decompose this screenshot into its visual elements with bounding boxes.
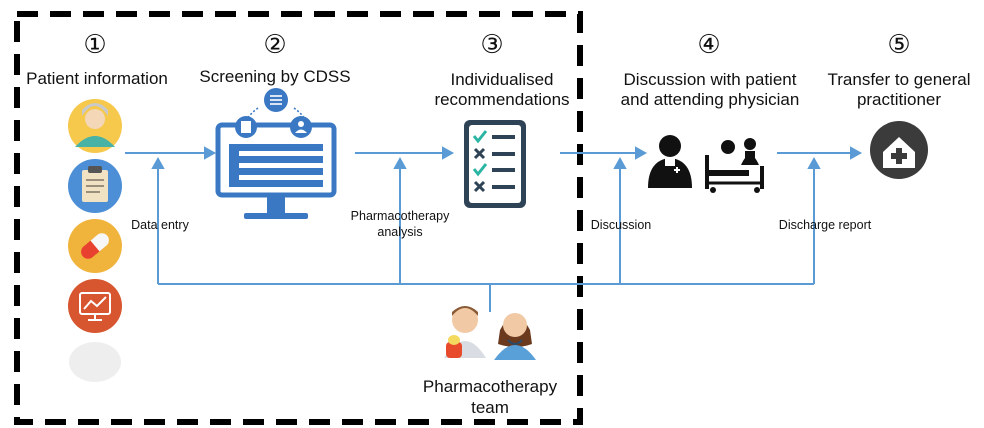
- analysis-label-line2: analysis: [377, 225, 423, 239]
- pharmacist-team-icon: [444, 306, 536, 360]
- recommendations-title-line2: recommendations: [434, 90, 570, 109]
- pill-capsule-icon: [68, 219, 122, 273]
- flow-lines: [125, 146, 863, 312]
- discussion-title-line1: Discussion with patient: [623, 70, 797, 89]
- checklist-icon: [464, 120, 526, 208]
- transfer-title-line1: Transfer to general: [827, 70, 971, 89]
- nurse-avatar-icon: [68, 99, 122, 153]
- pharmacotherapy-boundary: [14, 11, 583, 425]
- computer-screening-icon: [215, 88, 337, 219]
- discussion-title-line2: and attending physician: [620, 90, 800, 109]
- label-pharmacotherapy-analysis: Pharmacotherapy analysis: [340, 208, 460, 240]
- step-title-patient-information: Patient information: [26, 69, 168, 88]
- transfer-title-line2: practitioner: [856, 90, 942, 109]
- home-medical-icon: [870, 121, 928, 179]
- clipboard-icon: [68, 159, 122, 213]
- doctor-patient-bed-icon: [648, 135, 764, 193]
- label-discharge-report: Discharge report: [778, 218, 872, 232]
- step-title-discussion: Discussion with patient and attending ph…: [614, 70, 806, 110]
- step-number-2: ②: [263, 30, 287, 60]
- analysis-label-line1: Pharmacotherapy: [350, 209, 450, 223]
- team-caption-line2: team: [471, 398, 509, 417]
- step-number-3: ③: [480, 30, 504, 60]
- step-number-4: ④: [697, 30, 721, 60]
- step-number-5: ⑤: [887, 30, 911, 60]
- monitor-chart-icon: [68, 279, 122, 333]
- label-discussion: Discussion: [590, 218, 652, 232]
- step-title-screening: Screening by CDSS: [199, 67, 351, 86]
- step-title-transfer: Transfer to general practitioner: [823, 70, 975, 110]
- faded-placeholder-icon: [69, 342, 121, 382]
- step-number-1: ①: [83, 30, 107, 60]
- team-caption-line1: Pharmacotherapy: [422, 377, 558, 396]
- step-title-recommendations: Individualised recommendations: [432, 70, 572, 110]
- label-data-entry: Data entry: [131, 218, 189, 232]
- pharmacotherapy-team-caption: Pharmacotherapy team: [410, 376, 570, 418]
- recommendations-title-line1: Individualised: [450, 70, 554, 89]
